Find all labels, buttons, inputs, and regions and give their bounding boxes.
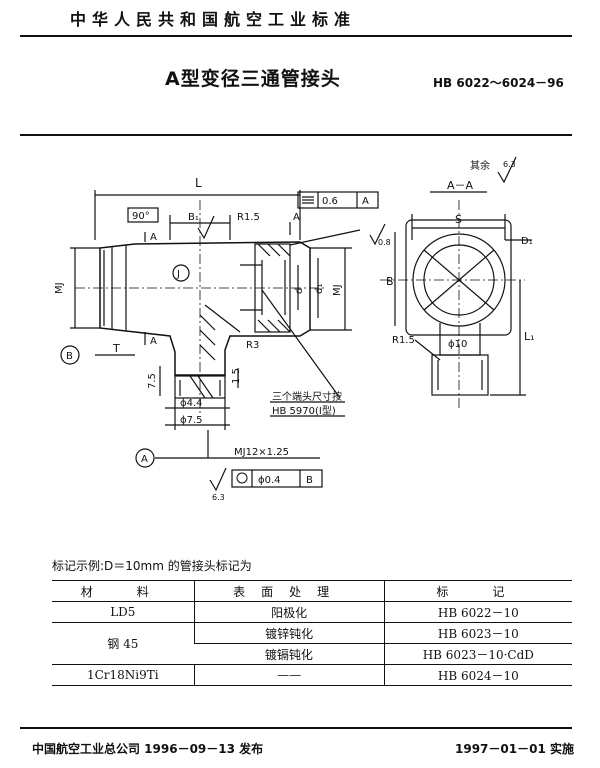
cell-coating: 镀锌钝化 [193, 622, 385, 644]
section-mark-A-left: A [150, 232, 157, 243]
datum-A-bottom: A [141, 454, 148, 465]
effective-date: 1997－01－01 实施 [455, 742, 574, 756]
cell-mark: HB 6024－10 [383, 664, 572, 686]
cell-coating: 镀镉钝化 [194, 643, 385, 665]
cell-coating: —— [193, 664, 385, 686]
dim-R15-right: R1.5 [392, 335, 415, 346]
flatness-datum: A [362, 196, 369, 207]
header-mark: 标 记 [383, 581, 572, 602]
dim-D1: D₁ [521, 236, 533, 247]
dim-1-5: 1.5 [231, 368, 242, 384]
technical-drawing: L B₁ R1.5 A A A 90° 0.6 A MJ MJ d d₁ J B… [54, 156, 535, 502]
roughness-rest-label: 其余 [470, 159, 490, 172]
table-row: 1Cr18Ni9Ti —— HB 6024－10 [52, 664, 572, 686]
roughness-value-side: 0.8 [378, 238, 391, 247]
dim-phi-10: ϕ10 [448, 339, 467, 350]
header-rule [20, 35, 572, 37]
cell-mark: HB 6023－10·CdD [383, 643, 572, 665]
title-rule [20, 134, 572, 136]
table-header-row: 材 料 表面处理 标 记 [52, 581, 572, 602]
cell-material: LD5 [52, 601, 195, 623]
angle-90: 90° [132, 211, 150, 222]
roughness-value-bottom: 6.3 [212, 493, 225, 502]
section-mark-A-top: A [293, 212, 300, 223]
section-mark-A-lower: A [150, 336, 157, 347]
dim-7-5: 7.5 [147, 373, 158, 389]
datum-B-left: B [66, 351, 73, 362]
footer-rule [20, 727, 572, 729]
cell-coating: 阳极化 [193, 601, 385, 623]
dim-R3: R3 [246, 340, 259, 351]
dim-B: B [386, 275, 394, 288]
cell-material: 钢 45 [52, 622, 195, 665]
issue-date: 中国航空工业总公司 1996－09－13 发布 [32, 742, 264, 756]
section-label: A－A [447, 179, 474, 192]
dim-d: d [294, 288, 305, 294]
dim-B1: B₁ [188, 212, 199, 223]
table-top-rule [52, 580, 572, 581]
dim-L: L [195, 176, 202, 190]
dim-L1: L₁ [524, 330, 535, 343]
dim-S: S [455, 213, 462, 226]
dim-R15-top: R1.5 [237, 212, 260, 223]
marking-example: 标记示例:D＝10mm 的管接头标记为 [52, 559, 252, 573]
position-datum: B [306, 475, 313, 486]
cell-material: 1Cr18Ni9Ti [52, 664, 195, 686]
dim-MJ-right: MJ [332, 284, 343, 296]
position-icon [236, 472, 248, 484]
standard-code: HB 6022～6024－96 [433, 76, 564, 90]
material-table: 材 料 表面处理 标 记 LD5 阳极化 HB 6022－10 钢 45 镀锌钝… [52, 581, 572, 686]
note-line-1: 三个端头尺寸按 [272, 390, 342, 403]
org-title: 中华人民共和国航空工业标准 [70, 10, 357, 29]
thread-mj12: MJ12×1.25 [234, 447, 289, 458]
circle-J: J [176, 269, 180, 280]
doc-title: A型变径三通管接头 [165, 68, 341, 90]
cell-mark: HB 6022－10 [383, 601, 572, 623]
header-material: 材 料 [52, 581, 195, 602]
header-coating: 表面处理 [193, 581, 385, 602]
table-row: LD5 阳极化 HB 6022－10 [52, 601, 572, 623]
note-line-2: HB 5970(Ⅰ型) [272, 404, 336, 417]
dim-MJ-left: MJ [54, 282, 65, 294]
table-row: 钢 45 镀锌钝化 HB 6023－10 [52, 622, 572, 665]
flatness-value: 0.6 [322, 196, 338, 207]
position-value: ϕ0.4 [258, 475, 281, 486]
dim-d1: d₁ [314, 284, 325, 294]
dim-phi-7-5: ϕ7.5 [180, 415, 203, 426]
table-row: 镀镉钝化 HB 6023－10·CdD [52, 643, 572, 665]
dim-phi-4-4: ϕ4.4 [180, 398, 203, 409]
cell-mark: HB 6023－10 [383, 622, 572, 644]
dim-T: T [112, 342, 120, 355]
roughness-value-main: 6.3 [503, 160, 516, 169]
